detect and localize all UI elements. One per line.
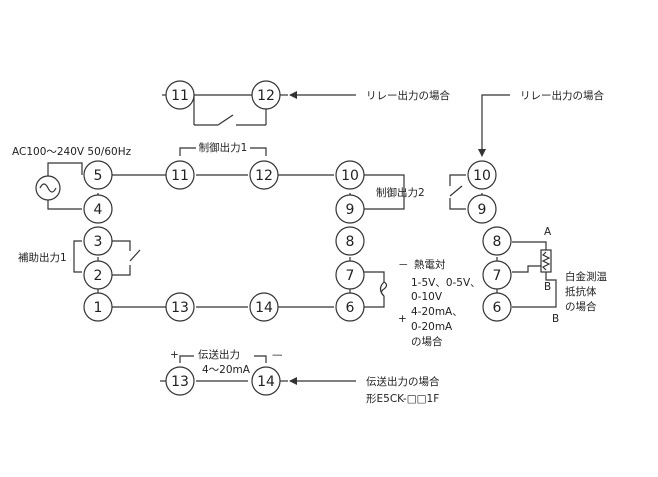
terminal-7: 7 <box>335 260 365 290</box>
terminal-7-rtd: 7 <box>482 260 512 290</box>
resistor-icon <box>540 249 552 273</box>
svg-text:13: 13 <box>171 300 189 316</box>
svg-text:11: 11 <box>171 168 189 184</box>
control-output-2-label: 制御出力2 <box>376 186 425 199</box>
rtd-label-line-1: 白金測温 <box>565 270 607 283</box>
analog-range-line-4: 0-20mA <box>411 321 453 333</box>
svg-text:5: 5 <box>94 168 103 184</box>
terminal-11-relay-top: 11 <box>165 80 195 110</box>
analog-range-line-3: 4-20mA、 <box>411 306 463 318</box>
sine-wave-icon <box>35 175 61 201</box>
terminal-9: 9 <box>335 194 365 224</box>
relay-output-case-top-label: リレー出力の場合 <box>366 89 450 102</box>
rtd-terminal-b-label-1: B <box>544 281 551 293</box>
terminal-2: 2 <box>83 260 113 290</box>
svg-text:10: 10 <box>473 168 491 184</box>
terminal-6: 6 <box>335 292 365 322</box>
thermocouple-title-label: 熱電対 <box>414 258 446 271</box>
power-supply-label: AC100～240V 50/60Hz <box>12 146 132 158</box>
terminal-14: 14 <box>249 292 279 322</box>
svg-text:10: 10 <box>341 168 359 184</box>
analog-case-label: の場合 <box>411 335 443 348</box>
svg-text:2: 2 <box>94 268 103 284</box>
rtd-label-line-2: 抵抗体 <box>565 285 597 298</box>
terminal-12: 12 <box>249 160 279 190</box>
relay-output-case-right-label: リレー出力の場合 <box>520 89 604 102</box>
transmission-case-label: 伝送出力の場合 <box>366 375 440 388</box>
svg-text:7: 7 <box>493 268 502 284</box>
transmission-minus-label: — <box>272 349 283 361</box>
terminal-13: 13 <box>165 292 195 322</box>
terminal-4: 4 <box>83 194 113 224</box>
terminal-5: 5 <box>83 160 113 190</box>
svg-text:8: 8 <box>346 234 355 250</box>
svg-text:4: 4 <box>94 202 103 218</box>
terminal-6-rtd: 6 <box>482 292 512 322</box>
transmission-title-label: 伝送出力 <box>198 348 240 361</box>
svg-text:12: 12 <box>255 168 273 184</box>
svg-text:12: 12 <box>257 88 275 104</box>
rtd-label-line-3: の場合 <box>565 300 597 313</box>
terminal-10-relay-right: 10 <box>467 160 497 190</box>
transmission-plus-label: + <box>170 349 179 361</box>
svg-text:11: 11 <box>171 88 189 104</box>
terminal-8-rtd: 8 <box>482 226 512 256</box>
terminal-12-relay-top: 12 <box>251 80 281 110</box>
svg-text:6: 6 <box>346 300 355 316</box>
terminal-14-transmission: 14 <box>251 366 281 396</box>
terminal-10: 10 <box>335 160 365 190</box>
svg-text:13: 13 <box>171 374 189 390</box>
terminal-3: 3 <box>83 226 113 256</box>
control-output-1-label: 制御出力1 <box>199 141 248 154</box>
svg-text:9: 9 <box>478 202 487 218</box>
terminal-11: 11 <box>165 160 195 190</box>
terminal-1: 1 <box>83 292 113 322</box>
terminal-13-transmission: 13 <box>165 366 195 396</box>
transmission-range-label: 4～20mA <box>202 364 251 376</box>
svg-text:9: 9 <box>346 202 355 218</box>
svg-text:14: 14 <box>255 300 273 316</box>
svg-text:6: 6 <box>493 300 502 316</box>
svg-text:7: 7 <box>346 268 355 284</box>
terminal-8: 8 <box>335 226 365 256</box>
svg-text:3: 3 <box>94 234 103 250</box>
terminal-9-relay-right: 9 <box>467 194 497 224</box>
svg-text:8: 8 <box>493 234 502 250</box>
model-number-label: 形E5CK-□□1F <box>366 393 439 405</box>
analog-range-line-1: 1-5V、0-5V、 <box>411 277 481 289</box>
rtd-terminal-b-label-2: B <box>552 313 559 325</box>
analog-range-line-2: 0-10V <box>411 291 443 303</box>
svg-text:1: 1 <box>94 300 103 316</box>
rtd-terminal-a-label: A <box>544 226 552 238</box>
wiring-lines <box>47 91 557 385</box>
thermocouple-minus-label: － <box>398 259 409 271</box>
aux-output-1-label: 補助出力1 <box>18 251 67 264</box>
thermocouple-plus-label: + <box>398 313 407 325</box>
svg-text:14: 14 <box>257 374 275 390</box>
